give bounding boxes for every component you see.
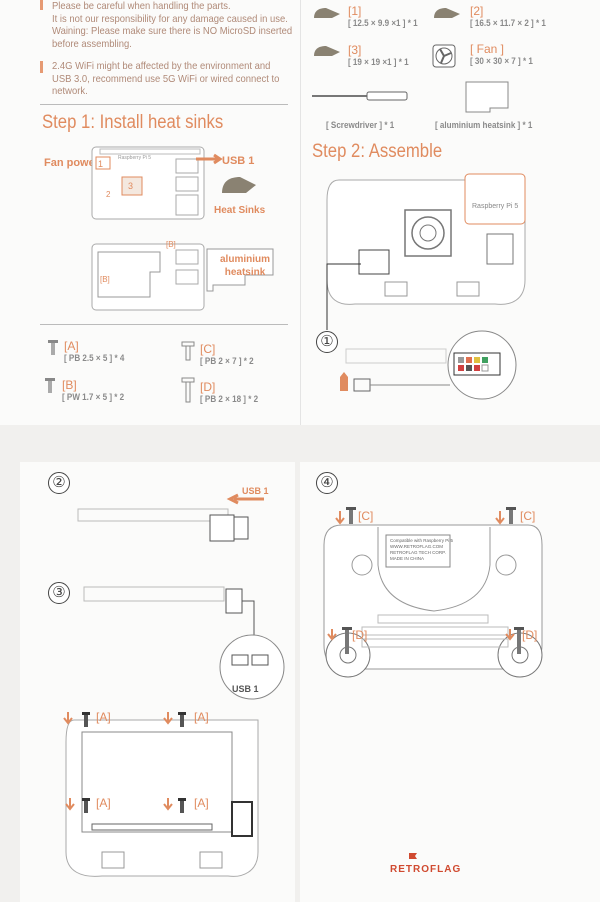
part-name: [1] [348, 4, 362, 18]
safety-notes: Please be careful when handling the part… [52, 0, 319, 50]
note-marker [40, 0, 43, 10]
step-number-4: ④ [316, 472, 338, 494]
callout-line [326, 263, 361, 330]
usb1-label: USB 1 [242, 486, 269, 496]
heat-sink-icon [434, 8, 460, 18]
part-fan: [ Fan ][ 30 × 30 × 7 ] * 1 [470, 42, 544, 67]
screw-spec: [ PB 2 × 18 ] * 2 [200, 394, 259, 405]
heat-sink-icon [314, 8, 340, 18]
aluminium-heatsink-label: aluminium heatsink [220, 253, 270, 279]
part-spec: [ 19 × 19 ×1 ] * 1 [348, 57, 409, 68]
step2-title: Step 2: Assemble [312, 141, 443, 162]
screwdriver-icon [312, 91, 408, 101]
screw-a-label: [A] [194, 710, 209, 724]
raspberry-pi-board-diagram [91, 146, 205, 220]
step-number-2: ② [48, 472, 70, 494]
screw-a-label: [A] [194, 796, 209, 810]
part-name: [2] [470, 4, 484, 18]
part-name: [ Fan ] [470, 42, 505, 56]
wifi-notes: 2.4G WiFi might be affected by the envir… [52, 60, 305, 98]
divider [40, 104, 288, 105]
screw-name: [C] [200, 342, 216, 356]
note-line: 2.4G WiFi might be affected by the envir… [52, 60, 271, 72]
screw-name: [A] [64, 339, 79, 353]
usb1-port-label: USB 1 [232, 684, 259, 694]
screw-b-label: [B] [100, 275, 110, 284]
arrow-left-icon [226, 493, 264, 505]
screw-d-label: [D] [352, 628, 368, 642]
heat-sinks-label: Heat Sinks [214, 205, 266, 216]
screw-icon [181, 377, 195, 403]
usb-cable-board-diagram [77, 508, 249, 542]
alu-line: aluminium [220, 254, 271, 265]
fan-connector-detail [340, 330, 517, 400]
screw-name: [B] [62, 378, 77, 392]
heat-sink-icon [314, 46, 340, 56]
step1-title: Step 1: Install heat sinks [42, 112, 224, 133]
screw-icon [45, 378, 55, 393]
usb-cable-routing-diagram [83, 586, 285, 700]
fan-icon [432, 44, 456, 68]
screwdriver-label: [ Screwdriver ] * 1 [326, 120, 395, 131]
part-3: [3][ 19 × 19 ×1 ] * 1 [348, 43, 419, 68]
board-with-heatsink-diagram [91, 243, 205, 311]
screw-b: [B][ PW 1.7 × 5 ] * 2 [62, 378, 135, 403]
screw-d-label: [D] [522, 628, 538, 642]
label-line: Compatible with Raspberry Pi 5 [390, 538, 454, 543]
board-label: Raspberry Pi 5 [118, 155, 152, 161]
step-number-1: ① [316, 331, 338, 353]
aluminium-heatsink-label: [ aluminium heatsink ] * 1 [435, 120, 533, 131]
console-top-assembly-diagram [326, 173, 526, 305]
screw-b-label: [B] [166, 240, 176, 249]
heatsink-slot-3: 3 [128, 181, 134, 191]
note-line: It is not our responsibility for any dam… [52, 12, 288, 25]
note-line: network. [52, 85, 88, 97]
retroflag-logo-flag-icon [409, 853, 417, 866]
screw-icon [48, 340, 58, 355]
step-number-3: ③ [48, 582, 70, 604]
aluminium-heatsink-icon [206, 248, 274, 292]
note-line: Please be careful when handling the part… [52, 0, 231, 12]
part-name: [3] [348, 43, 362, 57]
part-2: [2][ 16.5 × 11.7 × 2 ] * 1 [470, 4, 559, 29]
label-line: MADE IN CHINA [390, 556, 425, 561]
part-spec: [ 30 × 30 × 7 ] * 1 [470, 56, 533, 67]
screw-a-label: [A] [96, 796, 111, 810]
aluminium-heatsink-icon [465, 81, 509, 113]
retroflag-logo: RETROFLAG [390, 864, 462, 875]
note-line: Waining: Please make sure there is NO Mi… [52, 25, 293, 37]
note-line: USB 3.0, recommend use 5G WiFi or wired … [52, 72, 280, 85]
screw-a-label: [A] [96, 710, 111, 724]
usb1-label: USB 1 [222, 155, 255, 167]
label-line: RETROFLAG TECH CORP. [390, 550, 446, 555]
fan-power-label: Fan power [44, 157, 100, 169]
console-board-install-diagram [63, 712, 259, 877]
fold-line [300, 0, 301, 425]
part-1: [1][ 12.5 × 9.9 ×1 ] * 1 [348, 4, 430, 29]
compatibility-label: Compatible with Raspberry Pi 5 WWW.RETRO… [390, 538, 453, 562]
alu-line: heatsink [224, 267, 266, 278]
screw-c-label: [C] [520, 509, 536, 523]
screw-spec: [ PB 2.5 × 5 ] * 4 [64, 353, 125, 364]
screw-spec: [ PW 1.7 × 5 ] * 2 [62, 392, 125, 403]
console-bottom-diagram [323, 507, 543, 678]
screw-a: [A][ PB 2.5 × 5 ] * 4 [64, 339, 135, 364]
label-line: WWW.RETROFLAG.COM [390, 544, 443, 549]
screw-name: [D] [200, 380, 216, 394]
part-spec: [ 12.5 × 9.9 ×1 ] * 1 [348, 18, 418, 29]
heatsink-slot-1: 1 [98, 159, 104, 169]
part-spec: [ 16.5 × 11.7 × 2 ] * 1 [470, 18, 546, 29]
note-line: before assembling. [52, 37, 132, 50]
arrow-right-icon [196, 153, 223, 165]
heat-sink-icon [222, 177, 256, 193]
heatsink-slot-2: 2 [106, 190, 111, 199]
screw-d: [D][ PB 2 × 18 ] * 2 [200, 380, 268, 405]
screw-c-label: [C] [358, 509, 374, 523]
note-marker [40, 61, 43, 73]
screw-icon [181, 341, 195, 361]
screw-spec: [ PB 2 × 7 ] * 2 [200, 356, 254, 367]
screw-c: [C][ PB 2 × 7 ] * 2 [200, 342, 263, 367]
divider [40, 324, 288, 325]
board-label: Raspberry Pi 5 [472, 203, 519, 210]
